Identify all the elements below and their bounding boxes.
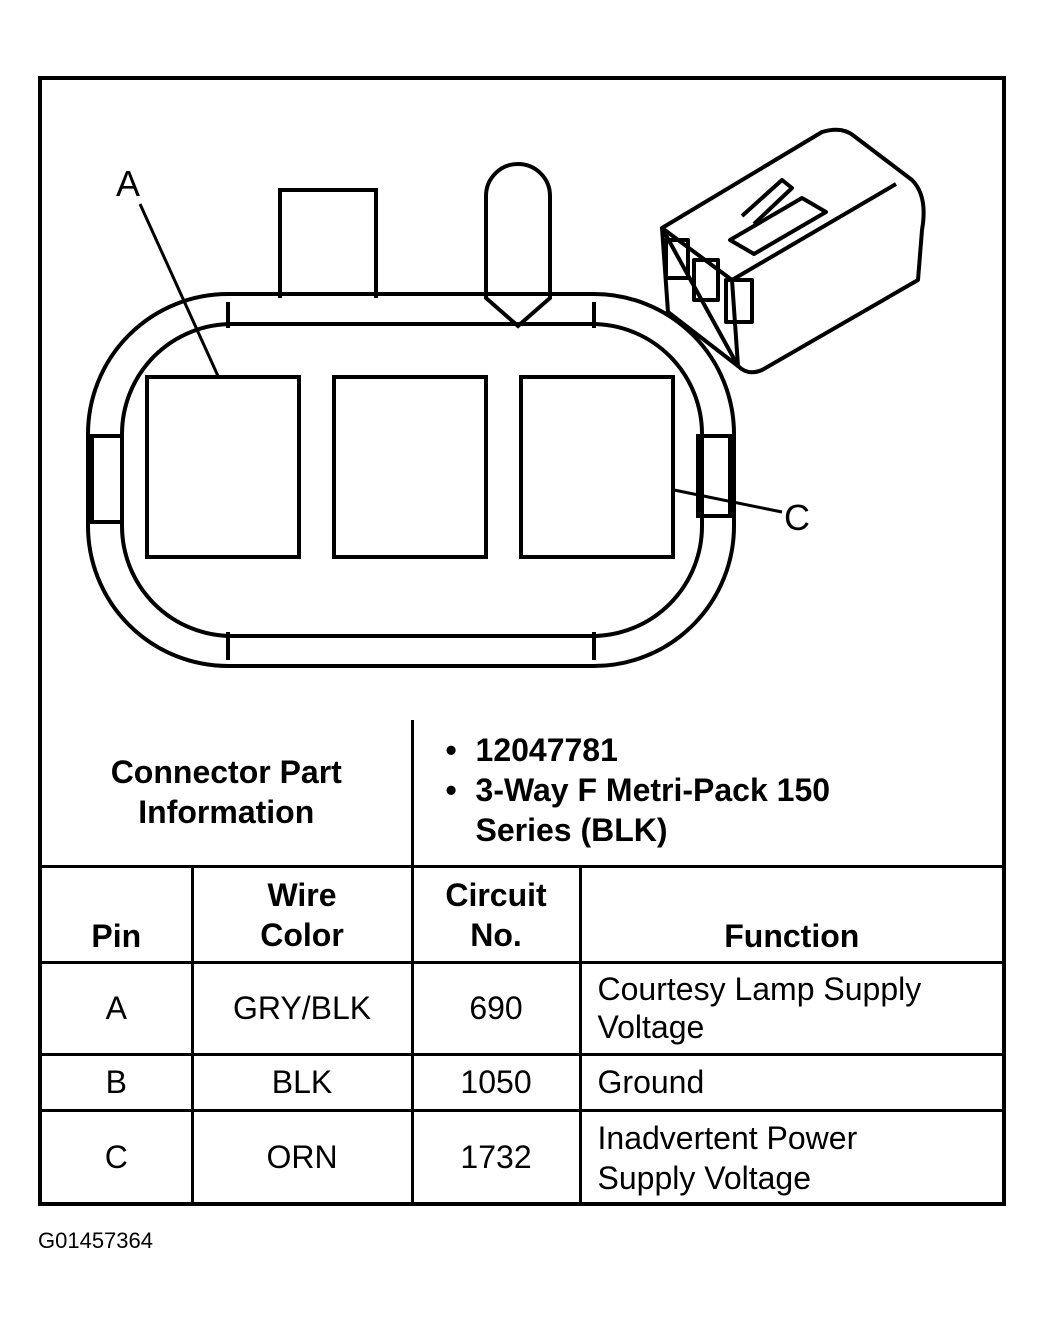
header-circuit-no: Circuit No. (410, 864, 582, 964)
row-c-wire-color: ORN (190, 1108, 414, 1204)
row-a-circuit-no: 690 (410, 960, 582, 1056)
table-row: B BLK 1050 Ground (42, 1052, 1003, 1112)
connector-drawing (86, 127, 926, 668)
connector-figure-frame: A C Connector Part Information 12047781 … (38, 76, 1006, 1206)
row-b-pin: B (42, 1052, 194, 1112)
header-wire-color: Wire Color (190, 864, 414, 964)
connector-outer-shell (86, 292, 736, 668)
cavity-b (332, 375, 488, 559)
pinout-table: Connector Part Information 12047781 3-Wa… (42, 720, 1003, 1204)
key-post (484, 162, 552, 329)
cavity-a (145, 375, 301, 559)
row-c-function: Inadvertent Power Supply Voltage (578, 1108, 1003, 1204)
row-b-function: Ground (578, 1052, 1003, 1112)
lock-tab (278, 188, 378, 298)
row-c-pin: C (42, 1108, 194, 1204)
header-function: Function (578, 864, 1003, 964)
part-info-label: Connector Part Information (42, 720, 414, 868)
connector-isometric-view (660, 127, 926, 375)
leader-line-c (673, 488, 783, 514)
callout-a: A (116, 163, 141, 204)
row-a-function: Courtesy Lamp Supply Voltage (578, 960, 1003, 1056)
part-number: 12047781 (446, 730, 1003, 770)
table-row: C ORN 1732 Inadvertent Power Supply Volt… (42, 1108, 1003, 1204)
row-c-circuit-no: 1732 (410, 1108, 582, 1204)
part-info-row: Connector Part Information 12047781 3-Wa… (42, 720, 1003, 868)
callout-c: C (784, 497, 810, 538)
row-a-pin: A (42, 960, 194, 1056)
row-b-circuit-no: 1050 (410, 1052, 582, 1112)
table-header-row: Pin Wire Color Circuit No. Function (42, 864, 1003, 964)
connector-inner-shell (120, 322, 704, 638)
connector-face-diagram: A C (42, 80, 1002, 720)
row-a-wire-color: GRY/BLK (190, 960, 414, 1056)
header-pin: Pin (42, 864, 194, 964)
leader-line-a (138, 203, 220, 377)
row-b-wire-color: BLK (190, 1052, 414, 1112)
part-info-values: 12047781 3-Way F Metri-Pack 150 Series (… (410, 720, 1003, 868)
table-row: A GRY/BLK 690 Courtesy Lamp Supply Volta… (42, 960, 1003, 1056)
part-info-list: 12047781 3-Way F Metri-Pack 150 Series (… (414, 720, 1003, 856)
part-description: 3-Way F Metri-Pack 150 Series (BLK) (446, 770, 1003, 850)
cavity-c (519, 375, 675, 559)
figure-code: G01457364 (38, 1228, 153, 1253)
